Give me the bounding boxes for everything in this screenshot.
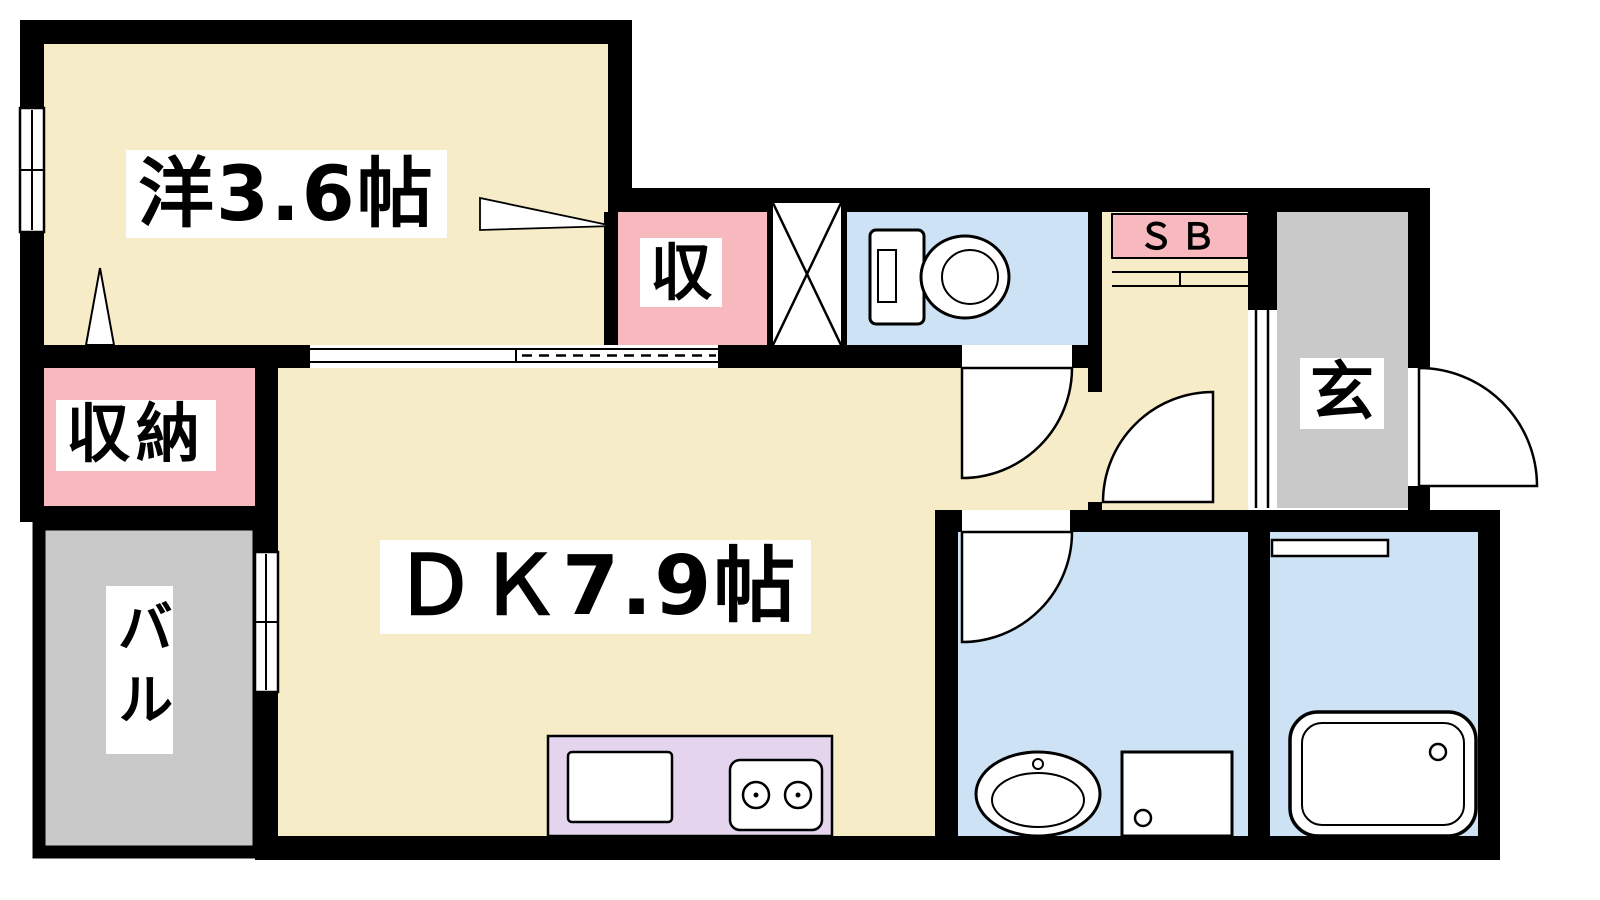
storage-door-icon [84,267,116,346]
label-pointer-icon [479,196,614,231]
western-room-label: 洋3.6帖 [126,150,447,238]
hallway-door-swing-icon [1101,390,1215,504]
storage-label: 収納 [56,400,216,472]
bathroom-door-icon [1270,538,1390,558]
pipe-space-icon [767,197,847,351]
window-icon-balcony [253,550,280,694]
shoe-shelf-icon [1112,271,1248,287]
washing-machine-icon [1120,750,1234,838]
shoe-box-cabinet [1111,213,1249,259]
bathtub-icon [1288,710,1478,838]
washbasin-icon [974,750,1102,856]
walls [20,20,1500,860]
entrance-label: 玄 [1300,358,1384,430]
balcony-label: バル [106,586,173,754]
closet-label: 収 [640,238,723,308]
stove-icon [728,758,824,832]
sliding-door-icon [310,345,718,368]
shoe-box-label: ＳＢ [1137,217,1222,258]
window-icon-left-wall [18,106,46,234]
dining-kitchen-label: ＤＫ7.9帖 [380,540,812,635]
entrance-door-swing-icon [1417,366,1539,488]
toilet-icon [868,228,1011,326]
kitchen-counter [546,734,834,838]
entrance-step-icon [1248,310,1277,508]
washroom-door-swing-icon [960,530,1074,644]
kitchen-sink-icon [566,750,674,824]
toilet-door-swing-icon [960,366,1074,480]
